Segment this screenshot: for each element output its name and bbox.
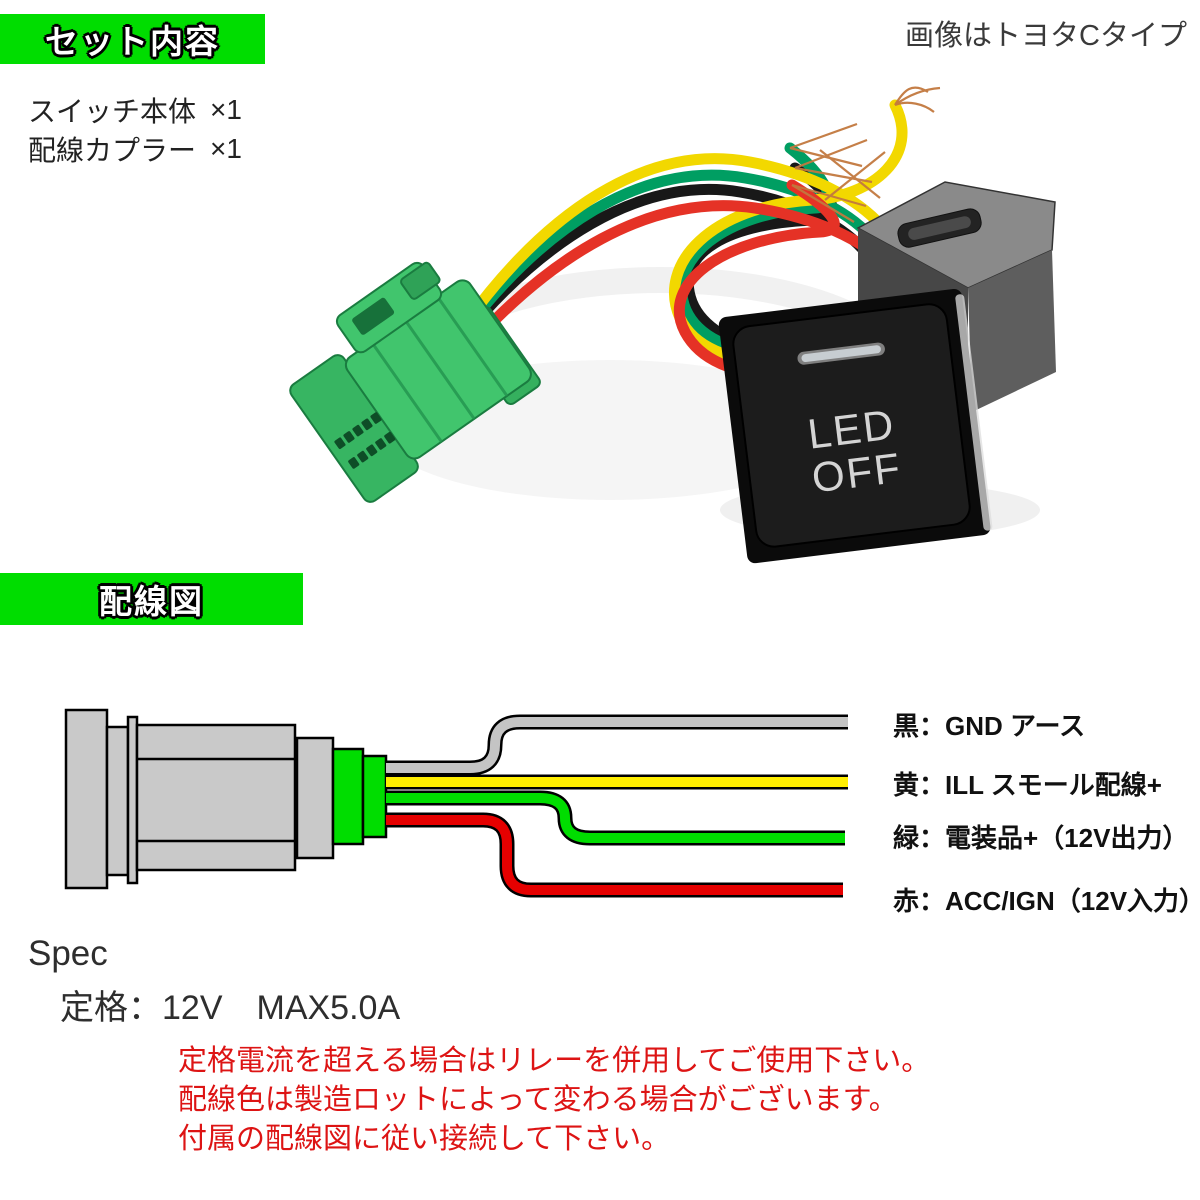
black-wire-drawn-gray xyxy=(386,717,848,773)
item-name: 配線カプラー xyxy=(28,134,197,166)
list-item: 配線カプラー ×1 xyxy=(28,129,242,168)
black-wire-outline xyxy=(386,714,848,776)
diagram-connector xyxy=(331,747,365,846)
list-item: スイッチ本体 ×1 xyxy=(28,90,242,129)
item-name: スイッチ本体 xyxy=(28,95,197,127)
switch-body xyxy=(135,723,297,872)
wire-label-red: 赤：ACC/IGN（12V入力） xyxy=(893,886,1200,916)
wiring-diagram-title: 配線図 xyxy=(99,583,204,620)
switch-button-face xyxy=(64,708,109,890)
warning-notes: 定格電流を超える場合はリレーを併用してご使用下さい。 配線色は製造ロットによって… xyxy=(178,1042,930,1159)
red-wire xyxy=(386,815,843,895)
copper-strands xyxy=(789,86,941,223)
wire-label-green: 緑：電装品+（12V出力） xyxy=(893,823,1189,853)
switch-housing-right xyxy=(968,250,1056,412)
set-contents-list: スイッチ本体 ×1 配線カプラー ×1 xyxy=(28,90,242,168)
green-wire xyxy=(386,793,845,843)
switch-face xyxy=(732,303,971,548)
button-label-line2: OFF xyxy=(809,444,904,502)
switch-side-view xyxy=(64,708,388,890)
diagram-connector-tip xyxy=(361,754,388,839)
spec-title: Spec xyxy=(28,934,108,973)
section-header-set-contents: セット内容 xyxy=(0,14,265,64)
button-label-line1: LED xyxy=(805,400,898,457)
switch-rear xyxy=(295,736,335,860)
switch-collar xyxy=(105,725,130,877)
switch-gloss-edge xyxy=(955,294,993,531)
diagram-wires xyxy=(386,714,848,898)
switch-photo: LED OFF xyxy=(718,181,1056,564)
warning-line: 付属の配線図に従い接続して下さい。 xyxy=(178,1123,671,1155)
item-qty: ×1 xyxy=(210,93,242,125)
warning-line: 定格電流を超える場合はリレーを併用してご使用下さい。 xyxy=(178,1045,931,1077)
connector-latch-tab xyxy=(400,261,441,300)
item-qty: ×1 xyxy=(210,132,242,164)
switch-top-slot xyxy=(897,208,982,248)
wire-label-black: 黒：GND アース xyxy=(893,711,1086,741)
connector-pin-holes xyxy=(334,412,396,469)
image-type-note: 画像はトヨタCタイプ xyxy=(905,20,1187,52)
wiring-diagram xyxy=(64,708,848,898)
switch-button: LED OFF xyxy=(718,288,993,564)
section-header-wiring-diagram: 配線図 xyxy=(0,573,303,625)
spec-rating: 定格：12V MAX5.0A xyxy=(60,989,401,1027)
warning-line: 配線色は製造ロットによって変わる場合がございます。 xyxy=(178,1084,898,1116)
connector-ridges xyxy=(371,296,509,443)
product-photo: LED OFF xyxy=(280,80,1060,564)
switch-flange xyxy=(126,715,139,885)
wire-label-yellow: 黄：ILL スモール配線+ xyxy=(893,770,1162,800)
coupler-connector xyxy=(289,261,541,503)
set-contents-title: セット内容 xyxy=(45,23,220,60)
indicator-window-inner xyxy=(801,345,881,363)
connector-latch-slot xyxy=(352,297,395,335)
product-photo-art: LED OFF xyxy=(289,86,1056,564)
